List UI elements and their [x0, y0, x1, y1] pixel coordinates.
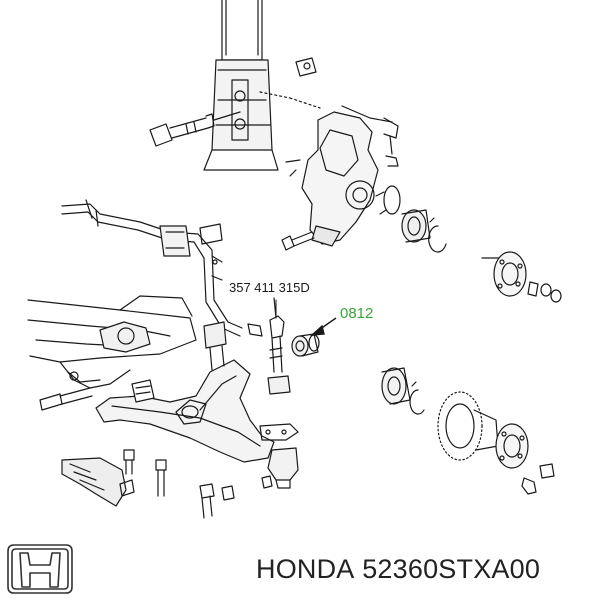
reference-arrow [309, 317, 337, 336]
stabilizer-link [247, 299, 291, 395]
wheel-bearing-upper [375, 185, 447, 253]
strut-bolt [149, 111, 241, 147]
part-code: 52360STXA00 [362, 554, 541, 584]
lower-control-arm [95, 321, 299, 463]
reference-label: 0812 [340, 305, 373, 322]
vertical-bolts [123, 449, 235, 519]
brake-disc-hub-lower [437, 391, 555, 495]
strut-assembly [203, 0, 317, 171]
part-number-label: 357 411 315D [229, 280, 310, 295]
stabilizer-bar [61, 199, 243, 337]
subframe [27, 295, 197, 411]
part-number-leader [273, 297, 277, 319]
steering-knuckle [285, 105, 399, 247]
honda-h-logo-icon [4, 543, 76, 595]
wheel-bearing-lower [381, 367, 425, 415]
wheel-hub-upper [481, 251, 562, 303]
ball-joint [261, 447, 299, 489]
tie-rod-leader [259, 91, 321, 109]
part-title: HONDA 52360STXA00 [256, 554, 596, 594]
knuckle-bolt [281, 231, 315, 251]
bushing-0812 [291, 333, 320, 357]
brand-name: HONDA [256, 554, 355, 584]
shield-plate [61, 457, 135, 507]
